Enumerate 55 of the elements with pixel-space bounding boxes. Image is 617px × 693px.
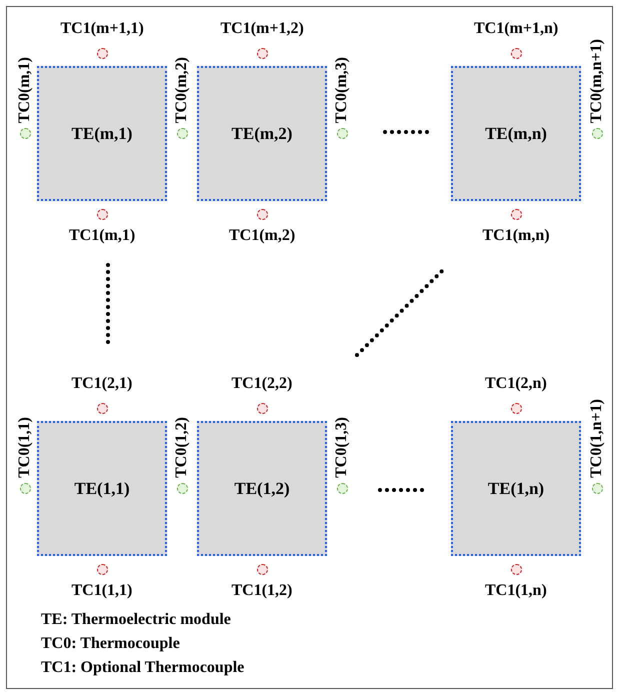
module-box (37, 421, 167, 556)
thermocouple-marker (336, 482, 348, 494)
module-label: TE(1,2) (234, 478, 290, 498)
thermocouple-marker (336, 128, 348, 138)
thermocouple-label: TC1(m+1,2) (220, 20, 304, 38)
module-label: TE(m,1) (72, 124, 132, 144)
thermocouple-marker (96, 48, 108, 58)
thermocouple-marker (510, 402, 522, 414)
module-box (451, 66, 581, 201)
thermocouple-label: TC1(1,2) (232, 582, 292, 600)
thermocouple-marker (20, 482, 30, 494)
module-label: TE(1,1) (74, 478, 130, 498)
thermocouple-marker (96, 208, 108, 220)
thermocouple-label: TC1(2,2) (232, 375, 292, 393)
legend-note: TC1: Optional Thermocouple (41, 659, 244, 677)
thermocouple-label: TC1(m,n) (482, 227, 550, 245)
thermocouple-marker (510, 564, 522, 574)
thermocouple-marker (510, 48, 522, 58)
thermocouple-label: TC1(m,2) (229, 227, 296, 245)
thermocouple-label: TC1(m+1,1) (60, 20, 144, 38)
thermocouple-marker (256, 208, 268, 220)
thermocouple-label: TC1(2,n) (485, 375, 547, 393)
legend-note: TC0: Thermocouple (41, 635, 180, 653)
module-box (451, 421, 581, 556)
thermocouple-label: TC0(m,1) (16, 57, 34, 124)
thermocouple-marker (592, 128, 602, 138)
thermocouple-label: TC0(1,2) (173, 417, 191, 478)
thermocouple-label: TC0(m,n+1) (588, 39, 606, 124)
thermocouple-marker (256, 564, 268, 574)
thermocouple-label: TC1(1,1) (72, 582, 132, 600)
thermocouple-marker (256, 48, 268, 58)
thermocouple-label: TC0(m,2) (173, 57, 191, 124)
thermocouple-marker (176, 128, 188, 138)
thermocouple-marker (256, 402, 268, 414)
thermocouple-marker (176, 482, 188, 494)
thermocouple-label: TC0(m,3) (333, 57, 351, 124)
thermocouple-label: TC0(1,1) (16, 417, 34, 478)
module-label: TE(m,n) (485, 124, 547, 144)
thermocouple-marker (592, 482, 602, 494)
thermocouple-label: TC0(1,n+1) (588, 399, 606, 478)
thermocouple-label: TC1(m+1,n) (474, 20, 558, 38)
module-box (37, 66, 167, 201)
thermocouple-label: TC0(1,3) (333, 417, 351, 478)
thermocouple-marker (96, 402, 108, 414)
module-label: TE(m,2) (232, 124, 292, 144)
module-label: TE(1,n) (488, 478, 544, 498)
legend-note: TE: Thermoelectric module (41, 611, 231, 629)
thermocouple-marker (96, 564, 108, 574)
thermocouple-marker (20, 128, 30, 138)
module-box (197, 66, 327, 201)
thermocouple-marker (510, 208, 522, 220)
thermocouple-label: TC1(1,n) (485, 582, 547, 600)
thermocouple-label: TC1(2,1) (72, 375, 132, 393)
thermocouple-label: TC1(m,1) (69, 227, 136, 245)
module-box (197, 421, 327, 556)
